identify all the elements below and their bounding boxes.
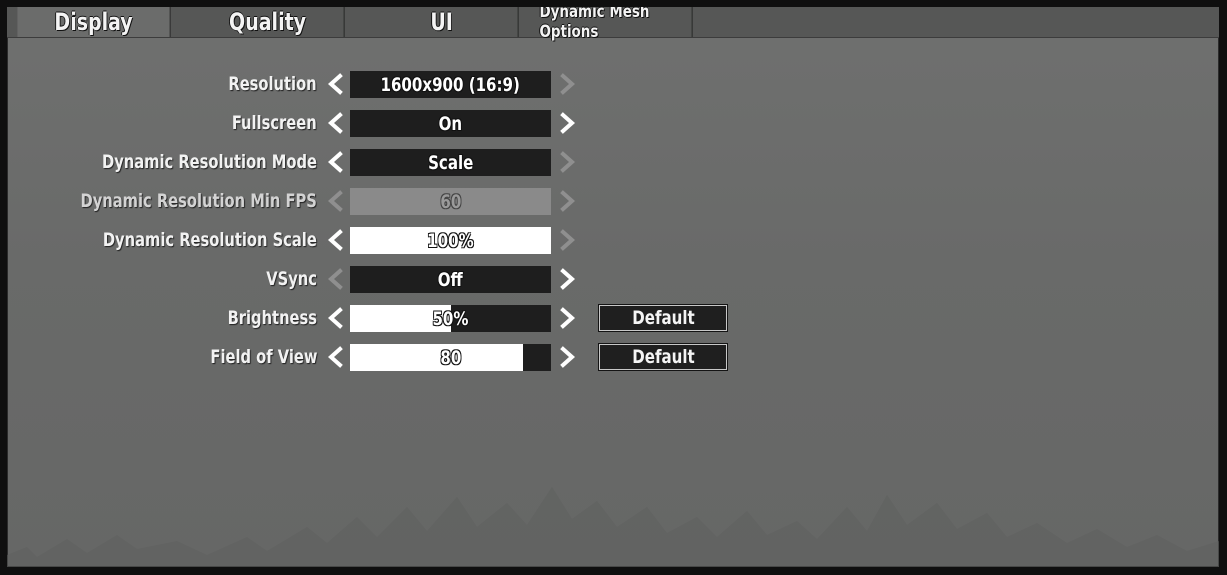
setting-value-text: Off: [438, 268, 463, 291]
previous-value-button: [325, 268, 347, 290]
setting-value-box[interactable]: Scale: [350, 149, 551, 176]
chevron-left-icon: [327, 346, 343, 368]
next-value-button: [556, 73, 578, 95]
setting-label: Dynamic Resolution Mode: [102, 151, 317, 173]
default-button-label: Default: [631, 307, 695, 329]
chevron-right-icon: [560, 307, 576, 329]
chevron-right-icon: [560, 346, 576, 368]
default-button[interactable]: Default: [599, 344, 727, 370]
settings-window: Display Quality UI Dynamic Mesh Options …: [7, 7, 1219, 567]
chevron-right-icon: [560, 151, 576, 173]
setting-row-dynamic-resolution-scale: Dynamic Resolution Scale 100%: [7, 226, 807, 254]
next-value-button: [556, 190, 578, 212]
setting-value-box[interactable]: Off: [350, 266, 551, 293]
slider-fill: [350, 344, 523, 371]
chevron-left-icon: [327, 268, 343, 290]
setting-value-text: 1600x900 (16:9): [380, 73, 521, 96]
previous-value-button[interactable]: [325, 112, 347, 134]
setting-value-text: 60: [440, 190, 461, 213]
setting-row-dynamic-resolution-min-fps: Dynamic Resolution Min FPS 60: [7, 187, 807, 215]
chevron-right-icon: [560, 73, 576, 95]
setting-value-box[interactable]: 100%: [350, 227, 551, 254]
next-value-button: [556, 229, 578, 251]
chevron-right-icon: [560, 112, 576, 134]
setting-value-box[interactable]: On: [350, 110, 551, 137]
previous-value-button[interactable]: [325, 73, 347, 95]
setting-row-dynamic-resolution-mode: Dynamic Resolution Mode Scale: [7, 148, 807, 176]
chevron-left-icon: [327, 151, 343, 173]
next-value-button[interactable]: [556, 346, 578, 368]
setting-label: VSync: [266, 268, 317, 290]
setting-value-box: 60: [350, 188, 551, 215]
setting-row-field-of-view: Field of View 80 Default: [7, 343, 807, 371]
setting-value: 100%: [350, 227, 551, 254]
setting-row-fullscreen: Fullscreen On: [7, 109, 807, 137]
chevron-left-icon: [327, 307, 343, 329]
next-value-button[interactable]: [556, 268, 578, 290]
setting-row-vsync: VSync Off: [7, 265, 807, 293]
forest-background: [7, 487, 1219, 567]
previous-value-button[interactable]: [325, 346, 347, 368]
setting-value-box[interactable]: 50%: [350, 305, 551, 332]
setting-label: Resolution: [228, 73, 317, 95]
setting-label: Fullscreen: [232, 112, 317, 134]
setting-value-text: 80: [440, 346, 461, 369]
tab-dynamic-mesh-options[interactable]: Dynamic Mesh Options: [539, 7, 693, 42]
setting-value: 60: [350, 188, 551, 215]
tab-bar: Display Quality UI Dynamic Mesh Options: [7, 7, 1219, 42]
setting-value: Off: [350, 266, 551, 293]
slider-fill: [350, 305, 451, 332]
next-value-button[interactable]: [556, 112, 578, 134]
setting-value: 1600x900 (16:9): [350, 71, 551, 98]
setting-row-brightness: Brightness 50% Default: [7, 304, 807, 332]
setting-value: On: [350, 110, 551, 137]
chevron-right-icon: [560, 229, 576, 251]
chevron-left-icon: [327, 73, 343, 95]
tab-quality[interactable]: Quality: [191, 7, 345, 37]
chevron-right-icon: [560, 190, 576, 212]
setting-value: 80: [350, 344, 551, 371]
setting-label: Dynamic Resolution Min FPS: [80, 190, 317, 212]
setting-value-box[interactable]: 1600x900 (16:9): [350, 71, 551, 98]
setting-value-text: On: [438, 112, 463, 135]
setting-value-text: 50%: [432, 307, 469, 330]
setting-value: Scale: [350, 149, 551, 176]
tab-ui[interactable]: UI: [365, 7, 519, 37]
chevron-left-icon: [327, 229, 343, 251]
default-button[interactable]: Default: [599, 305, 727, 331]
setting-row-resolution: Resolution 1600x900 (16:9): [7, 70, 807, 98]
chevron-left-icon: [327, 112, 343, 134]
chevron-left-icon: [327, 190, 343, 212]
slider-fill: [350, 227, 551, 254]
setting-value-text: 100%: [427, 229, 474, 252]
chevron-right-icon: [560, 268, 576, 290]
setting-label: Field of View: [209, 346, 317, 368]
default-button-label: Default: [631, 346, 695, 368]
setting-value: 50%: [350, 305, 551, 332]
previous-value-button[interactable]: [325, 229, 347, 251]
setting-value-text: Scale: [427, 151, 474, 174]
previous-value-button[interactable]: [325, 151, 347, 173]
previous-value-button[interactable]: [325, 307, 347, 329]
setting-label: Brightness: [227, 307, 317, 329]
previous-value-button: [325, 190, 347, 212]
next-value-button[interactable]: [556, 307, 578, 329]
tab-display[interactable]: Display: [17, 7, 171, 37]
setting-label: Dynamic Resolution Scale: [103, 229, 317, 251]
next-value-button: [556, 151, 578, 173]
setting-value-box[interactable]: 80: [350, 344, 551, 371]
